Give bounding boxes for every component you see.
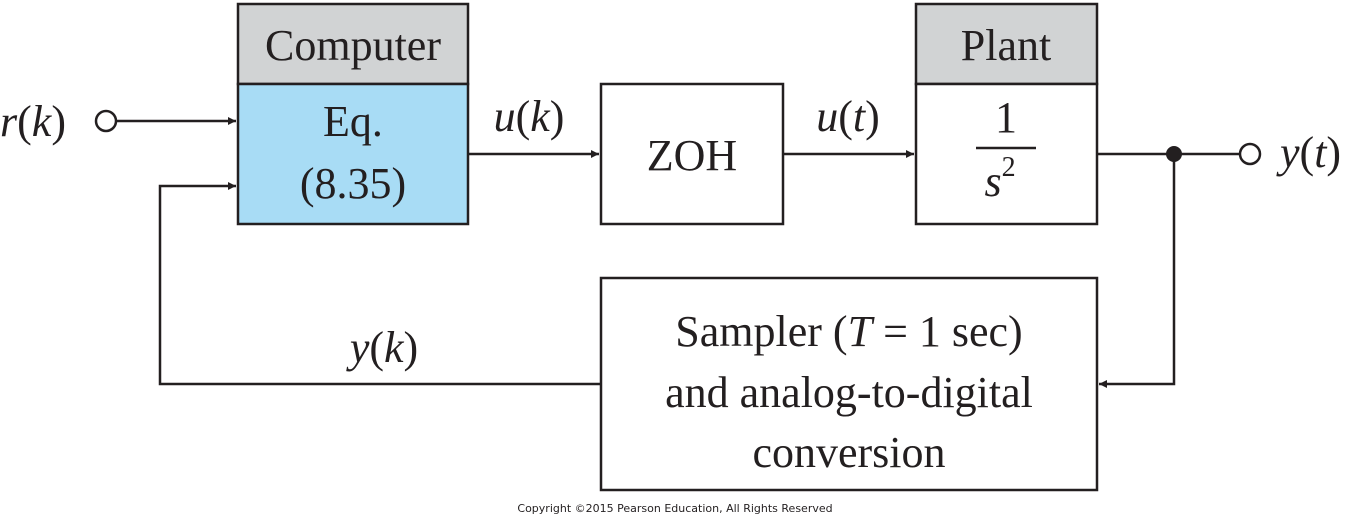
input-signal-label: r(k) xyxy=(0,97,66,146)
sampler-line-1-pre: Sampler ( xyxy=(675,307,847,356)
computer-block: Computer Eq. (8.35) xyxy=(236,2,470,226)
control-discrete-label: u(k) xyxy=(494,92,565,141)
zoh-box xyxy=(599,82,785,226)
output-to-sampler-wire xyxy=(1099,154,1176,388)
sampler-period-symbol: T xyxy=(848,307,876,356)
sampler-box xyxy=(599,276,1099,492)
computer-body-bg xyxy=(236,82,470,226)
plant-body-bg xyxy=(914,82,1099,226)
computer-eq-number: (8.35) xyxy=(300,159,406,208)
sampler-line-1: Sampler (T = 1 sec) xyxy=(675,307,1022,356)
plant-denominator: s2 xyxy=(984,152,1015,206)
sampler-line-2: and analog-to-digital xyxy=(665,368,1033,417)
sampler-block: Sampler (T = 1 sec) and analog-to-digita… xyxy=(599,276,1099,492)
sampler-line-1-post: = 1 sec) xyxy=(872,307,1023,356)
plant-numerator: 1 xyxy=(995,93,1017,142)
computer-eq-label: Eq. xyxy=(323,97,383,146)
zoh-block: ZOH xyxy=(599,82,785,226)
feedback-wire xyxy=(158,182,601,386)
output-signal-label: y(t) xyxy=(1276,128,1341,177)
computer-header-bg xyxy=(236,2,470,86)
zoh-label: ZOH xyxy=(647,131,737,180)
plant-header-bg xyxy=(914,2,1099,86)
plant-header-label: Plant xyxy=(961,21,1051,70)
plant-block: Plant 1 s2 xyxy=(914,2,1099,226)
control-continuous-label: u(t) xyxy=(816,92,880,141)
pickoff-junction-dot xyxy=(1166,146,1182,162)
computer-header-label: Computer xyxy=(265,21,441,70)
copyright-notice: Copyright ©2015 Pearson Education, All R… xyxy=(517,502,832,515)
feedback-signal-label: y(k) xyxy=(346,323,418,372)
sampler-line-3: conversion xyxy=(752,428,945,477)
plant-denominator-exponent: 2 xyxy=(1002,152,1016,183)
input-terminal xyxy=(94,109,118,133)
plant-denominator-base: s xyxy=(984,157,1001,206)
output-terminal xyxy=(1238,142,1262,166)
